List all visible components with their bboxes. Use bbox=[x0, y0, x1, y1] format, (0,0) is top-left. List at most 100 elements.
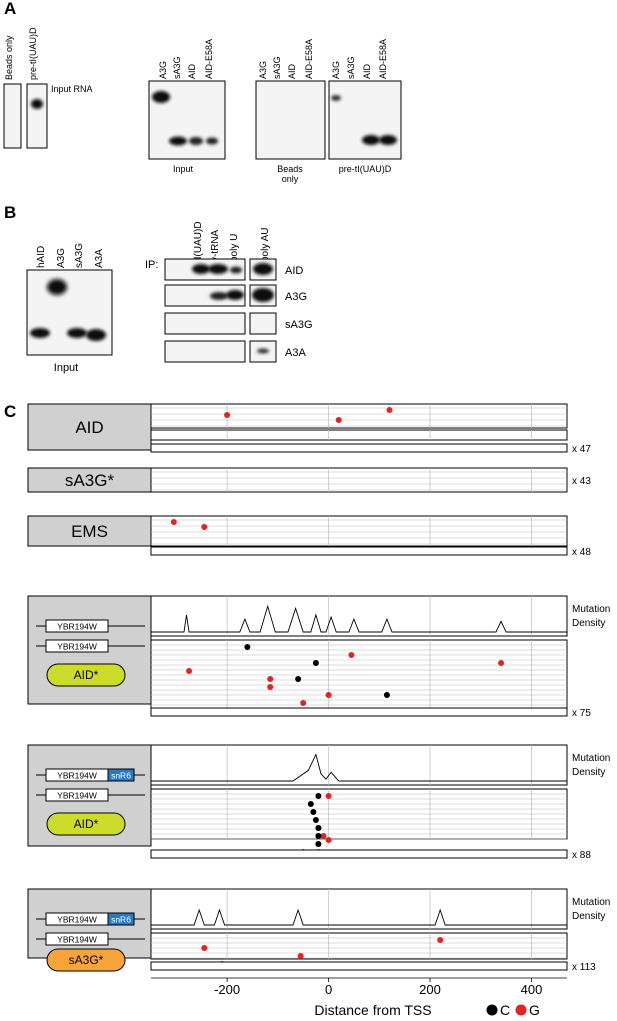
blot-pre-trna: A3G sA3G AID AID-E58A pre-tI(UAU)D bbox=[328, 39, 402, 174]
gene-label: YBR194W bbox=[57, 935, 97, 945]
panel-b: B hAID A3G sA3G A3A Input IP: - tI(UAU)D… bbox=[4, 203, 313, 374]
lane-label: AID bbox=[362, 63, 372, 79]
reads-box bbox=[150, 467, 568, 493]
read-count: x 47 bbox=[572, 444, 591, 455]
density-label: Density bbox=[572, 767, 605, 778]
mutation-c bbox=[312, 817, 319, 823]
gene-label: YBR194W bbox=[57, 771, 97, 781]
lane-label: A3G bbox=[158, 61, 168, 79]
reads-box bbox=[150, 932, 568, 960]
mutation-g bbox=[386, 407, 393, 413]
input-rna-band bbox=[31, 99, 43, 109]
lane-label: AID-E58A bbox=[304, 39, 314, 79]
density-label: Density bbox=[572, 618, 605, 629]
mutation-c bbox=[315, 825, 322, 831]
legend-c-label: C bbox=[500, 1002, 510, 1018]
read-count: x 75 bbox=[572, 708, 591, 719]
reads-box bbox=[150, 403, 568, 429]
input-rna-label: Input RNA bbox=[51, 84, 93, 94]
input-lane-label: hAID bbox=[36, 246, 47, 268]
lane-label: sA3G bbox=[172, 56, 182, 79]
tick-label: 200 bbox=[419, 982, 441, 997]
mutation-g bbox=[170, 519, 177, 525]
mutation-g bbox=[201, 524, 208, 530]
density-label: Mutation bbox=[572, 753, 610, 764]
mutation-g bbox=[297, 953, 304, 959]
sample-label-box bbox=[27, 515, 152, 547]
input-lane-label: A3G bbox=[56, 248, 67, 268]
mutation-g bbox=[224, 412, 231, 418]
tick-label: -200 bbox=[214, 982, 240, 997]
row-label: AID bbox=[285, 265, 303, 277]
mutation-g bbox=[335, 417, 342, 423]
snr-box bbox=[107, 768, 135, 782]
collapsed-reads-bar bbox=[150, 707, 568, 717]
beads-only-strip bbox=[3, 83, 22, 149]
mutation-c bbox=[307, 801, 314, 807]
lane-label: sA3G bbox=[346, 56, 356, 79]
gene-label: YBR194W bbox=[57, 791, 97, 801]
pre-trna-strip bbox=[26, 83, 48, 149]
legend-g-dot bbox=[515, 1004, 527, 1016]
lane-label: AID-E58A bbox=[378, 39, 388, 79]
panel-c-letter: C bbox=[4, 402, 16, 421]
gene-label: YBR194W bbox=[57, 642, 97, 652]
mutation-g bbox=[267, 684, 274, 690]
mutation-g bbox=[325, 692, 332, 698]
ip-lane-label: y-tRNA bbox=[210, 229, 221, 262]
enzyme-label: AID* bbox=[74, 668, 99, 682]
row-label: A3G bbox=[285, 291, 307, 303]
mutation-track: AID x 47 bbox=[27, 403, 591, 455]
lane-label: A3G bbox=[331, 61, 341, 79]
reads-box bbox=[150, 639, 568, 709]
x-axis-label: Distance from TSS bbox=[314, 1002, 431, 1018]
panel-a: A Beads only pre-tI(UAU)D Input RNA A3G … bbox=[3, 0, 402, 184]
mutation-c bbox=[310, 809, 317, 815]
input-lane-label: A3A bbox=[94, 249, 105, 268]
read-count: x 48 bbox=[572, 547, 591, 558]
collapsed-reads-bar bbox=[150, 849, 568, 859]
density-curve bbox=[151, 604, 567, 633]
density-curve bbox=[151, 908, 567, 926]
mutation-g bbox=[320, 833, 327, 839]
lane-label: AID bbox=[287, 63, 297, 79]
gene-box bbox=[45, 932, 109, 946]
mutation-g bbox=[201, 945, 208, 951]
enzyme-pill bbox=[46, 948, 126, 972]
gene-box bbox=[45, 788, 109, 802]
row-label: sA3G bbox=[285, 319, 313, 331]
density-box bbox=[150, 888, 568, 930]
input-lane-label: sA3G bbox=[74, 243, 85, 268]
mutation-g bbox=[267, 676, 274, 682]
mutation-c bbox=[295, 676, 302, 682]
mutation-c bbox=[312, 660, 319, 666]
ip-row-a3g: A3G bbox=[164, 284, 307, 307]
tick-label: 400 bbox=[521, 982, 543, 997]
ip-row-sa3g: sA3G bbox=[164, 312, 313, 335]
tick-label: 0 bbox=[325, 982, 332, 997]
row-label: A3A bbox=[285, 347, 306, 359]
enzyme-label: AID* bbox=[74, 817, 99, 831]
density-curve bbox=[151, 753, 567, 782]
mutation-g bbox=[325, 837, 332, 843]
gene-label: YBR194W bbox=[57, 622, 97, 632]
lane-label: sA3G bbox=[272, 56, 282, 79]
mutation-c bbox=[315, 793, 322, 799]
input-caption: Input bbox=[54, 362, 78, 374]
lane-label-pre-trna: pre-tI(UAU)D bbox=[28, 27, 38, 80]
sample-label: AID bbox=[75, 418, 103, 437]
enzyme-label: sA3G* bbox=[69, 953, 104, 967]
lane-label: A3G bbox=[258, 61, 268, 79]
snr-label: snR6 bbox=[111, 915, 131, 925]
gene-box bbox=[45, 639, 109, 653]
snr-label: snR6 bbox=[111, 771, 131, 781]
legend-g-label: G bbox=[529, 1002, 540, 1018]
